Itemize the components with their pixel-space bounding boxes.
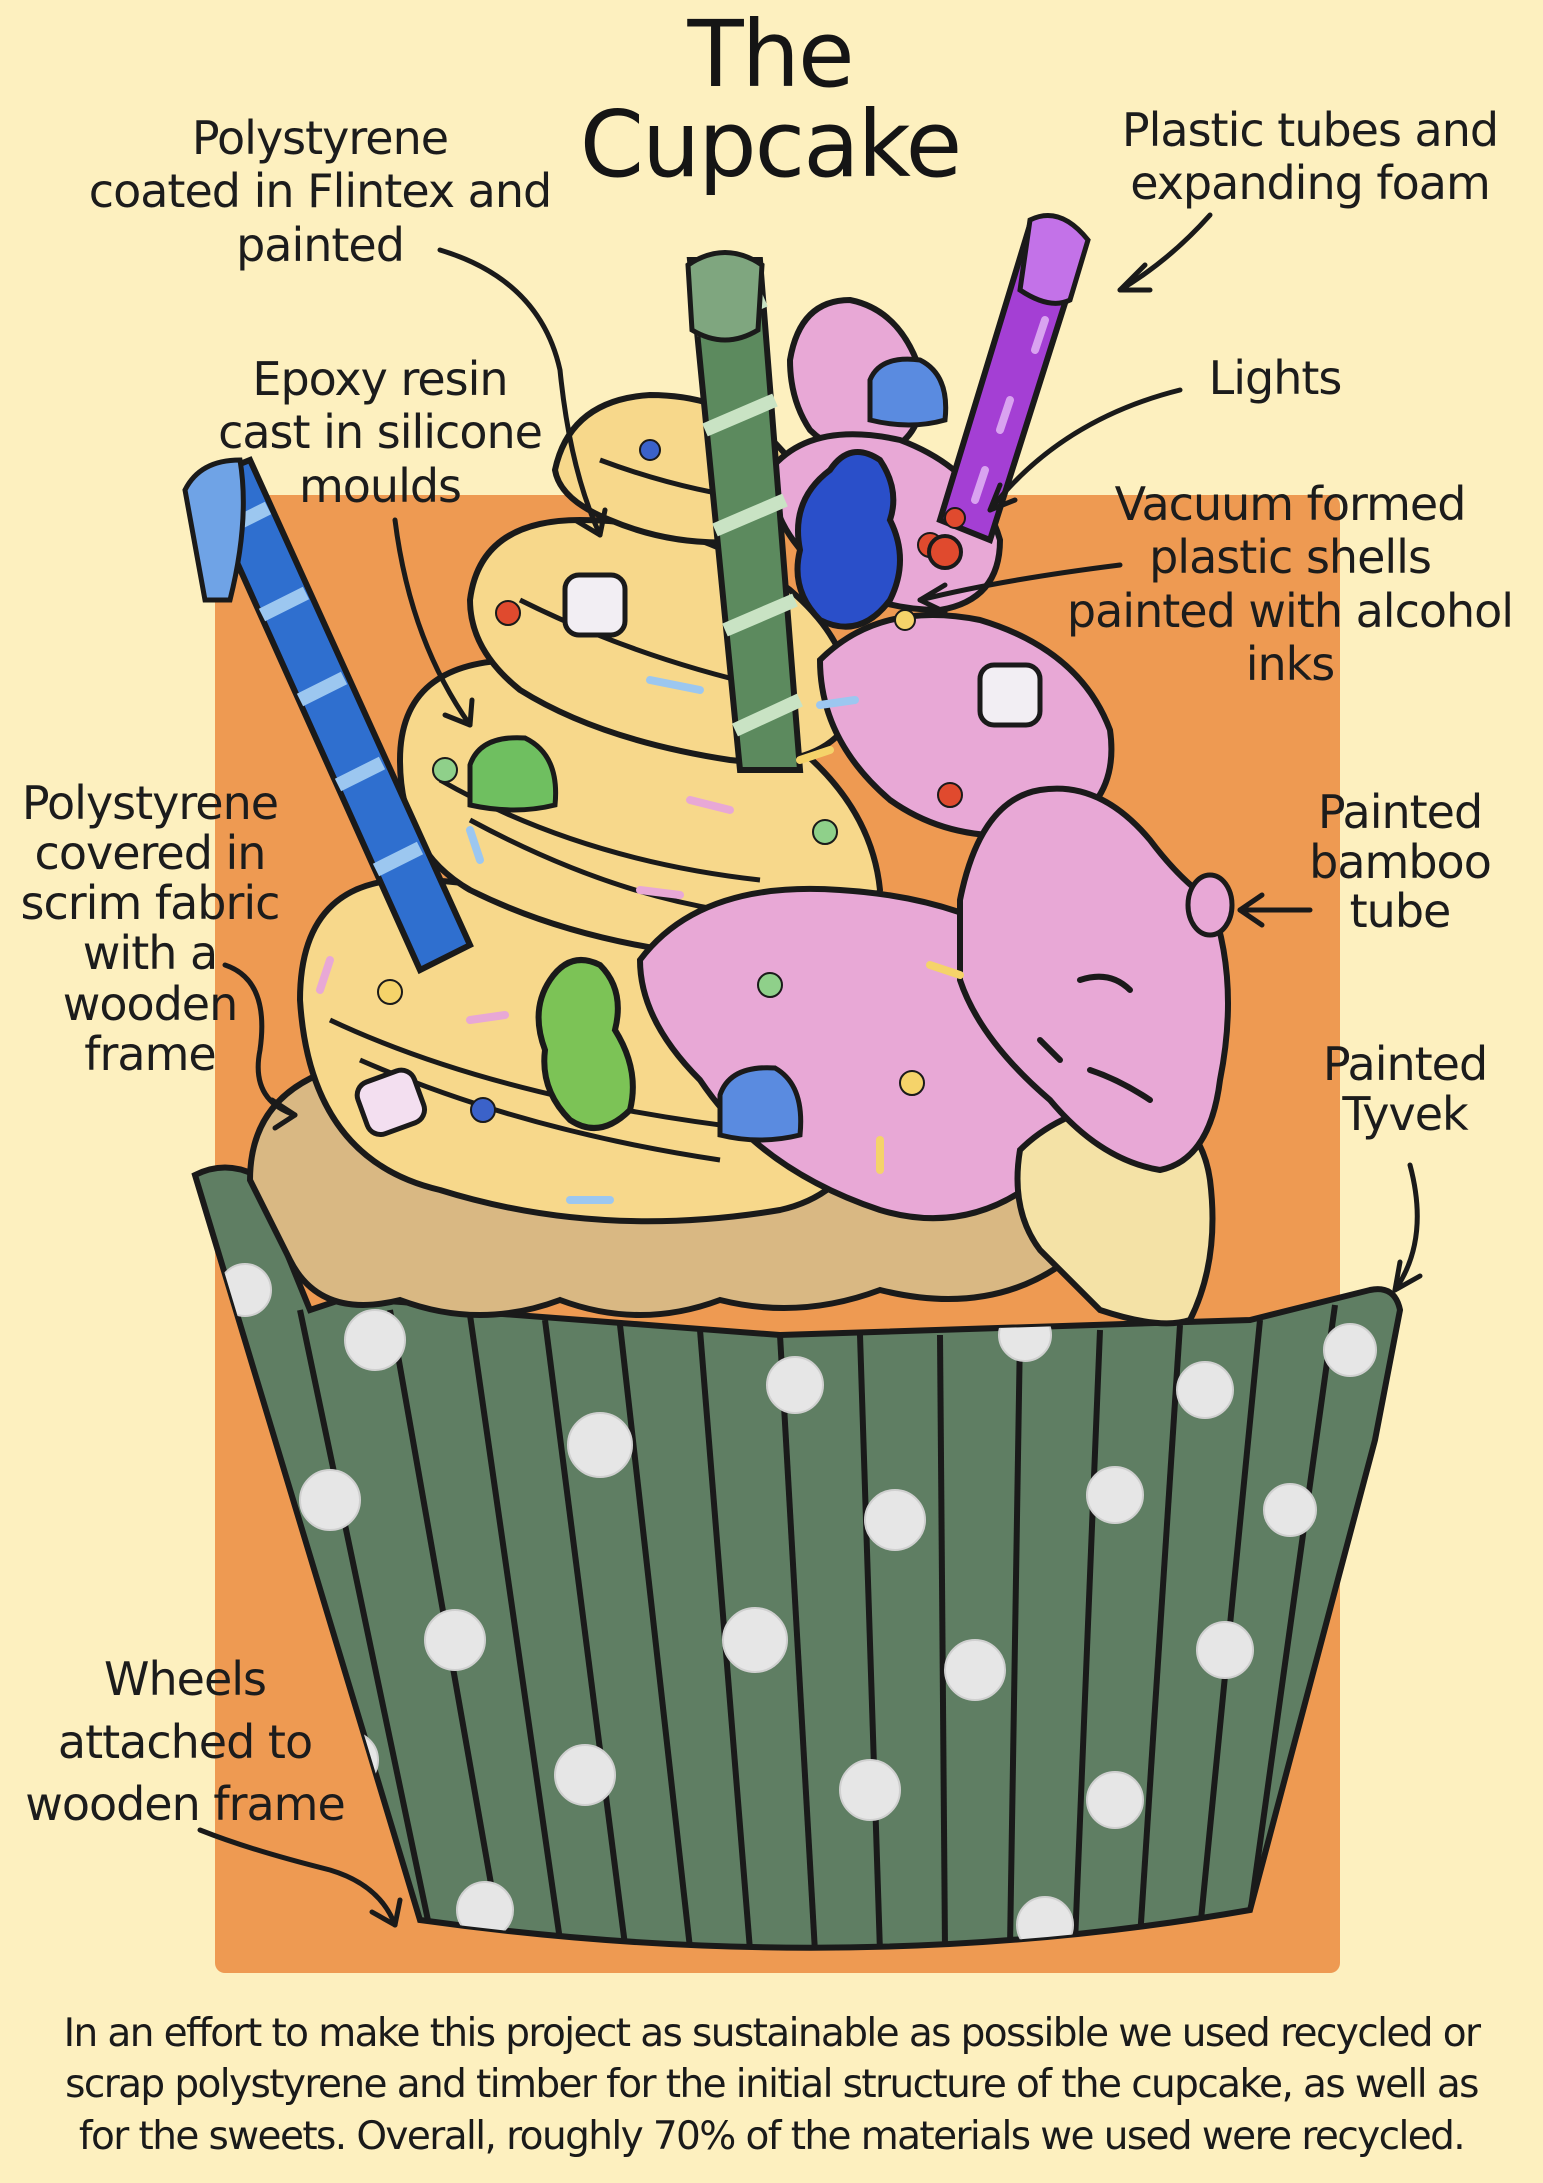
footer-line: scrap polystyrene and timber for the ini… xyxy=(65,2062,1479,2108)
label-line: Polystyrene xyxy=(21,776,279,830)
label-line: cast in silicone xyxy=(218,405,543,460)
blue-gumdrop xyxy=(867,356,949,428)
bamboo-tube xyxy=(1185,872,1235,938)
label-line: Tyvek xyxy=(1342,1086,1468,1141)
label-line: tube xyxy=(1349,884,1452,939)
label-line: moulds xyxy=(298,458,462,513)
label-line: Painted xyxy=(1317,785,1483,839)
label-line: scrim fabric xyxy=(20,876,281,931)
blue-gumdrop xyxy=(717,1065,804,1143)
footer-description: In an effort to make this project as sus… xyxy=(0,2008,1543,2162)
label-polystyrene-scrim: Polystyrene covered in scrim fabric with… xyxy=(5,778,295,1079)
label-lights: Lights xyxy=(1185,351,1365,405)
label-plastic-tubes: Plastic tubes and expanding foam xyxy=(1080,103,1540,211)
page-title: The Cupcake xyxy=(520,1,1020,199)
marshmallow xyxy=(354,1067,428,1138)
purple-tube xyxy=(936,213,1091,544)
label-line: inks xyxy=(1245,637,1336,692)
label-epoxy-resin: Epoxy resin cast in silicone moulds xyxy=(190,352,570,513)
label-painted-tyvek: Painted Tyvek xyxy=(1290,1037,1520,1141)
red-light xyxy=(927,534,963,570)
label-line: with a xyxy=(82,926,218,981)
label-line: Epoxy resin xyxy=(252,352,508,406)
title-line: Cupcake xyxy=(579,91,963,199)
label-line: Plastic tubes and xyxy=(1121,103,1499,157)
blue-gummy-bear xyxy=(794,449,903,630)
label-line: Polystyrene xyxy=(191,111,449,165)
label-line: attached to xyxy=(57,1714,313,1769)
label-line: painted with alcohol xyxy=(1066,583,1514,638)
label-line: Vacuum formed xyxy=(1114,477,1467,531)
label-line: Lights xyxy=(1208,351,1343,405)
cupcake-wrapper xyxy=(191,1164,1404,1951)
blue-striped-tube xyxy=(182,456,474,975)
sprinkles xyxy=(377,439,966,1123)
label-line: coated in Flintex and xyxy=(88,164,552,219)
green-gummy-bear xyxy=(535,957,636,1131)
marshmallow xyxy=(977,662,1043,728)
green-striped-tube xyxy=(685,250,804,773)
annotation-arrows xyxy=(197,212,1423,1928)
label-wheels: Wheels attached to wooden frame xyxy=(10,1648,360,1836)
green-gumdrop xyxy=(467,735,559,813)
marshmallow xyxy=(562,572,628,638)
label-vacuum-formed: Vacuum formed plastic shells painted wit… xyxy=(1040,477,1540,692)
label-line: wooden frame xyxy=(25,1777,346,1832)
label-line: frame xyxy=(84,1026,216,1081)
label-line: expanding foam xyxy=(1130,156,1491,211)
label-line: painted xyxy=(236,217,405,272)
footer-line: In an effort to make this project as sus… xyxy=(63,2011,1481,2056)
label-line: Painted xyxy=(1322,1037,1488,1091)
label-line: bamboo xyxy=(1309,834,1492,889)
title-line: The xyxy=(687,1,854,108)
footer-line: for the sweets. Overall, roughly 70% of … xyxy=(78,2113,1466,2159)
label-line: covered in xyxy=(34,826,267,881)
label-painted-bamboo: Painted bamboo tube xyxy=(1280,785,1520,939)
label-polystyrene-flintex: Polystyrene coated in Flintex and painte… xyxy=(80,111,560,272)
label-line: plastic shells xyxy=(1149,530,1432,585)
label-line: Wheels xyxy=(104,1652,267,1706)
label-line: wooden xyxy=(62,976,239,1031)
